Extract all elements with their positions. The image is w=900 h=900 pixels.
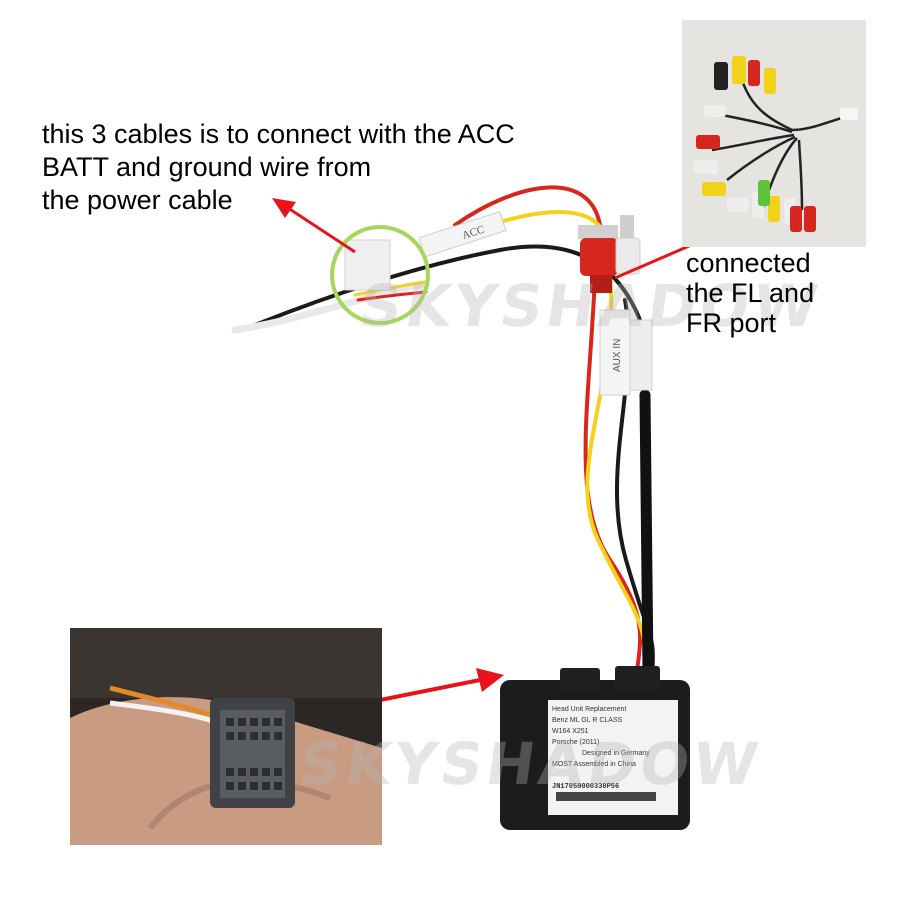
white-wire-left (231, 281, 424, 334)
arrowhead-connector (476, 668, 504, 692)
rca-connectors-inset (694, 56, 858, 232)
annotation-left-line: the power cable (42, 185, 233, 215)
annotation-left-line: this 3 cables is to connect with the ACC (42, 119, 515, 149)
annotation-right-line: connected (686, 248, 811, 278)
module-label-line: Designed in Germany (582, 750, 650, 757)
module-label-line: W164 X251 (552, 728, 589, 735)
annotation-right-line: FR port (686, 308, 777, 338)
module-label-line: Head Unit Replacement (552, 706, 627, 713)
module-label-serial: JN17050000330P56 (552, 783, 620, 791)
arrowhead-left (272, 198, 296, 218)
annotation-left-line: BATT and ground wire from (42, 152, 372, 182)
inset-photo-rca-cable (682, 20, 866, 247)
arrow-to-left-text (284, 204, 356, 254)
harness-tape: ACC AUX IN (344, 210, 653, 396)
red-wire-top (453, 185, 602, 227)
connector-plug (210, 698, 295, 808)
black-sheath (639, 389, 654, 676)
module-label-line: Benz ML GL R CLASS (552, 717, 623, 724)
rca-plugs (578, 215, 641, 293)
module-box (500, 666, 690, 830)
module-label: Head Unit Replacement Benz ML GL R CLASS… (552, 704, 674, 793)
red-rca-plug (580, 238, 618, 276)
annotation-right-line: the FL and (686, 278, 815, 308)
highlight-circle (330, 225, 430, 325)
small-wires-in-circle (353, 280, 427, 297)
annotation-right: connected the FL and FR port (686, 248, 814, 338)
annotation-left: this 3 cables is to connect with the ACC… (42, 118, 515, 217)
aux-in-tag: AUX IN (612, 339, 623, 372)
module-label-line: Porsche (2011) (552, 739, 600, 746)
inset-photo-connector (70, 628, 382, 845)
module-label-line: MOST Assembled in China (552, 761, 636, 768)
